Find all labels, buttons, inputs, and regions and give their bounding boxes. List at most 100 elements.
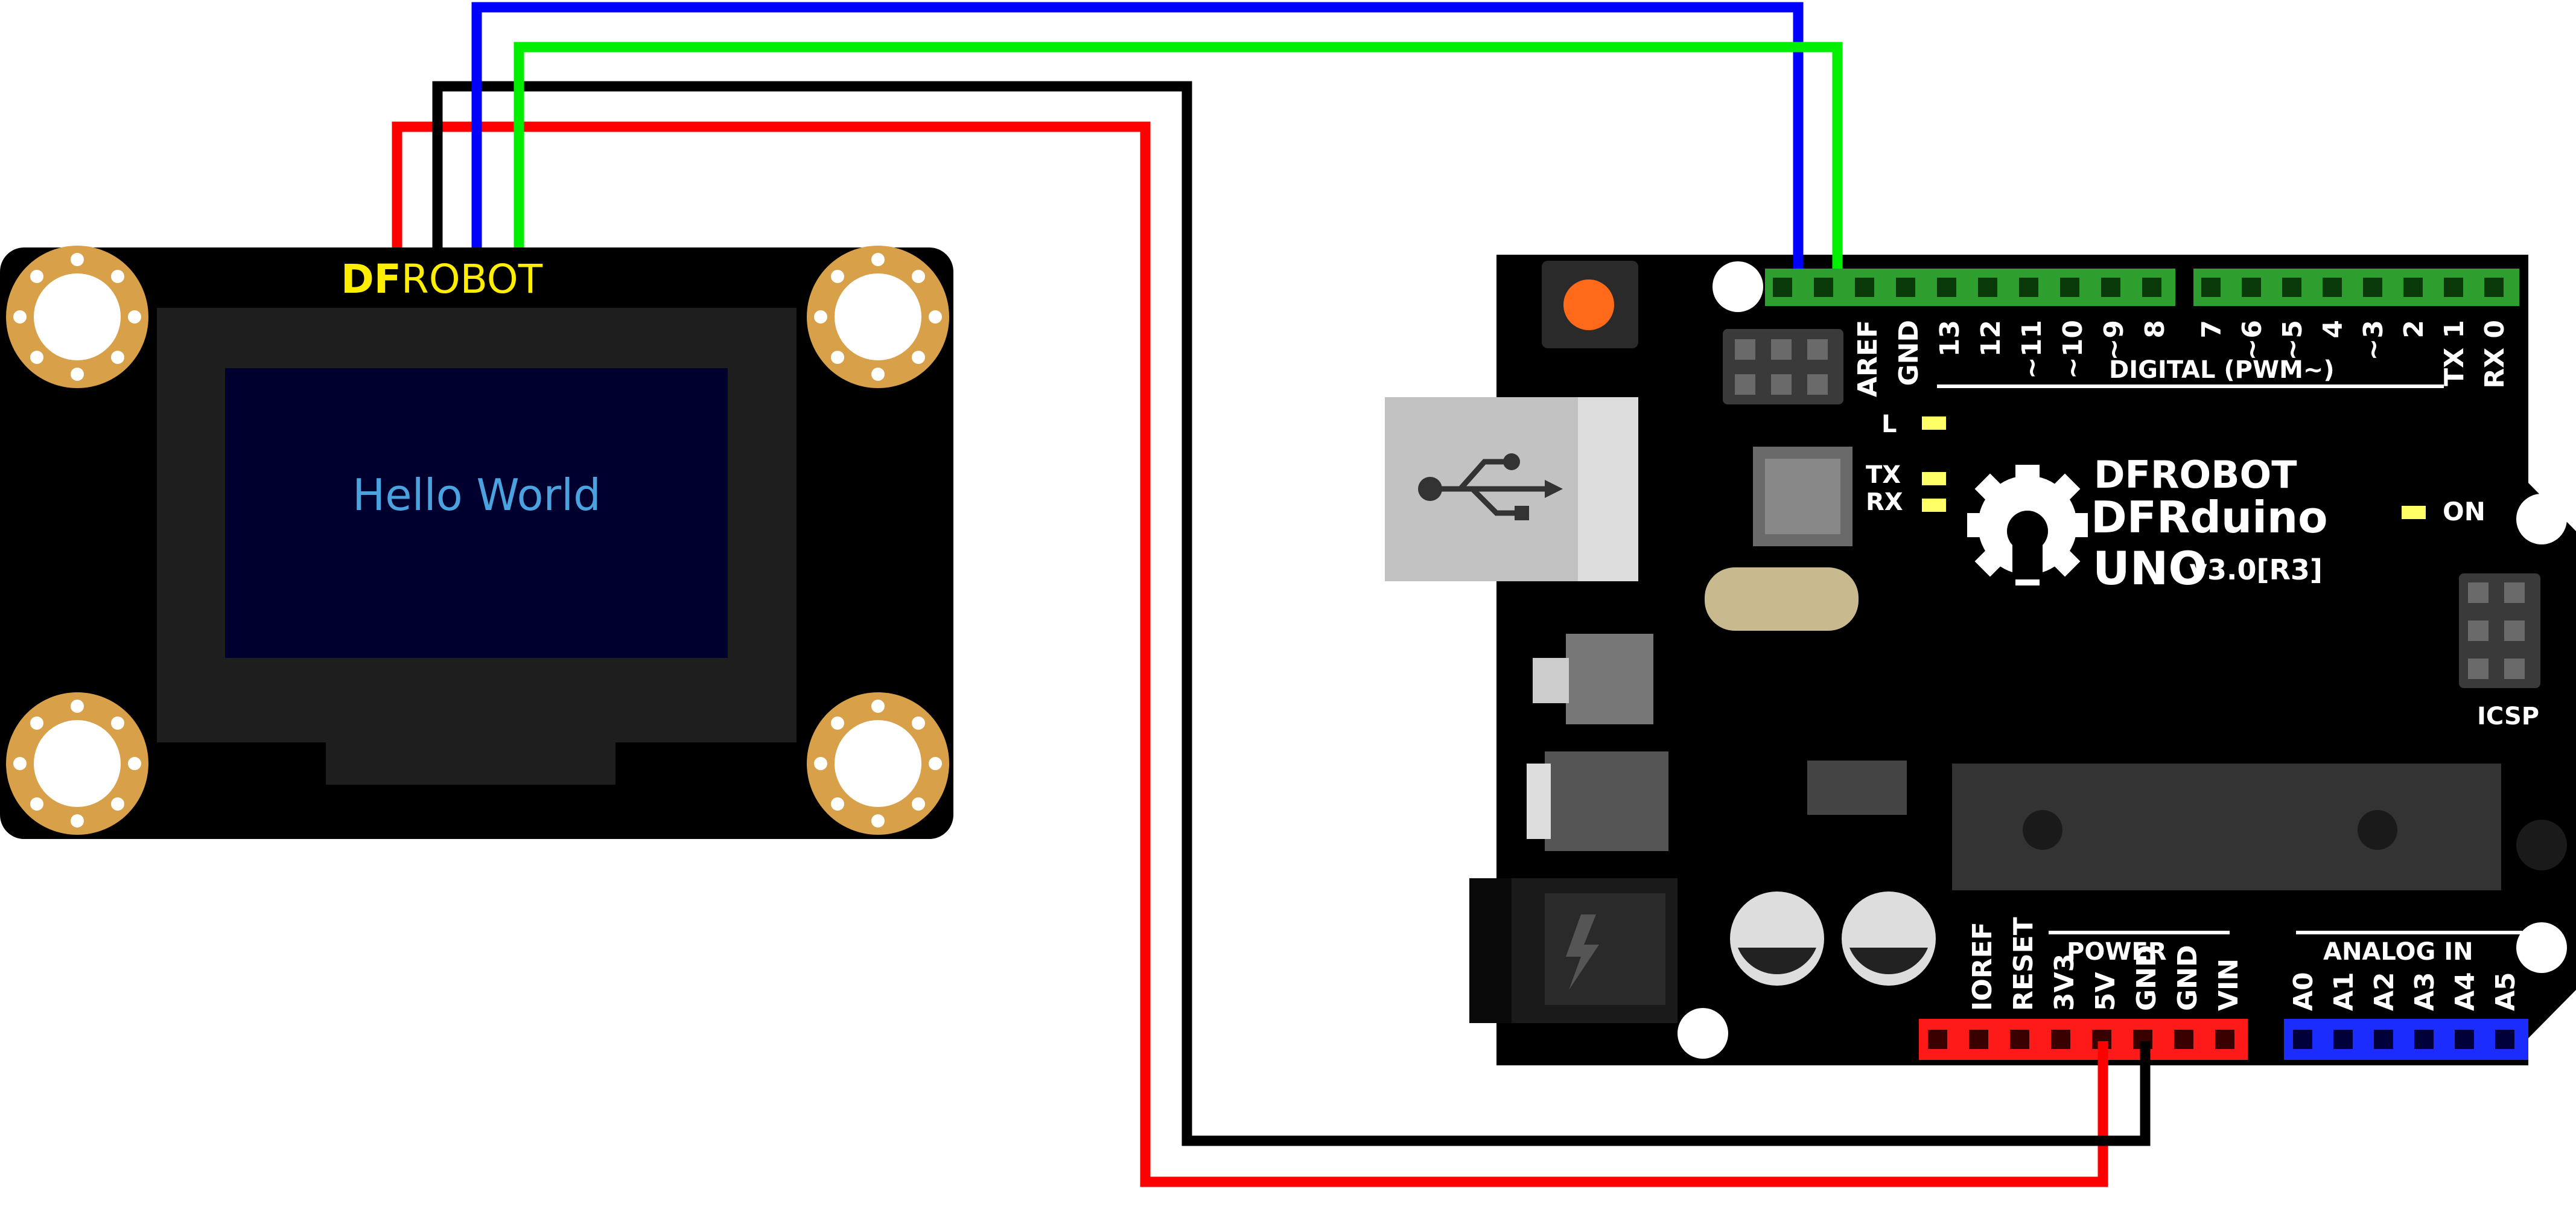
digital-pin-label: ~10 — [2058, 320, 2088, 379]
capacitor-2 — [1842, 892, 1936, 986]
oled-screen — [225, 368, 728, 658]
digital-socket — [2444, 278, 2463, 297]
digital-pin-label: ~5 — [2277, 320, 2308, 360]
digital-label: DIGITAL (PWM~) — [2109, 356, 2335, 384]
wire-scl — [471, 2, 1804, 269]
oled-mount-hole-bl — [6, 692, 148, 835]
oled-flex-tab — [326, 736, 615, 785]
board-brand-line1: DFROBOT — [2094, 453, 2297, 497]
oled-mount-hole-br — [807, 692, 949, 835]
oled-module: Hello World DFROBOT — [0, 246, 953, 839]
digital-socket — [2484, 278, 2504, 297]
digital-pin-label: 7 — [2196, 320, 2227, 339]
digital-pin-label: 2 — [2399, 320, 2429, 339]
analog-socket — [2333, 1030, 2353, 1049]
power-pin-label: VIN — [2213, 959, 2244, 1011]
board-version: v3.0[R3] — [2189, 553, 2323, 586]
oled-mount-hole-tr — [807, 246, 949, 388]
oled-brand-rest: ROBOT — [401, 256, 543, 302]
small-ic — [1807, 761, 1907, 815]
digital-socket — [2201, 278, 2221, 297]
status-leds — [1922, 416, 2426, 519]
arduino-board: DFROBOT DFRduino UNO v3.0[R3] L TX RX ON… — [1385, 255, 2576, 1065]
digital-pin-label: TX 1 — [2439, 320, 2470, 386]
board-hole-tl — [1713, 261, 1763, 312]
reset-button-cap — [1563, 279, 1614, 330]
usb-connector — [1385, 397, 1638, 581]
regulator-2 — [1545, 751, 1668, 851]
power-pin-label: 3V3 — [2049, 954, 2080, 1011]
power-socket — [2215, 1030, 2234, 1049]
power-socket — [1969, 1030, 1988, 1049]
analog-socket — [2293, 1030, 2312, 1049]
analog-header — [2284, 1019, 2528, 1060]
icsp-header-usb — [1723, 329, 1843, 404]
power-header — [1919, 1019, 2248, 1060]
analog-pin-label: A5 — [2490, 972, 2521, 1011]
digital-pin-label: AREF — [1852, 320, 1883, 397]
analog-pin-label: A2 — [2369, 972, 2400, 1011]
crystal-oscillator — [1705, 567, 1859, 631]
led-label-rx: RX — [1866, 488, 1903, 516]
capacitor-1 — [1730, 892, 1824, 986]
analog-socket — [2414, 1030, 2434, 1049]
digital-socket — [2242, 278, 2261, 297]
digital-pin-label: 13 — [1935, 320, 1965, 357]
digital-socket — [2101, 278, 2120, 297]
board-model: UNO — [2093, 541, 2207, 595]
board-hole-bl — [1678, 1008, 1728, 1059]
digital-socket — [1855, 278, 1874, 297]
power-pin-label: IOREF — [1967, 922, 1998, 1011]
oled-brand-logo: DFROBOT — [341, 256, 543, 302]
board-brand-line2: DFRduino — [2091, 492, 2328, 543]
digital-pin-label: ~11 — [2017, 320, 2047, 379]
led-label-l: L — [1881, 410, 1897, 438]
analog-socket — [2374, 1030, 2393, 1049]
wire-sda — [514, 42, 1843, 269]
digital-socket — [2363, 278, 2382, 297]
digital-pin-label: ~9 — [2099, 320, 2129, 360]
led-label-tx: TX — [1866, 461, 1901, 489]
power-pin-label: GND — [2131, 945, 2162, 1011]
board-hole-rr — [2516, 820, 2567, 870]
regulator-2-tab — [1527, 764, 1551, 839]
board-hole-tr — [2516, 494, 2567, 544]
power-pin-label: GND — [2172, 945, 2203, 1011]
dfrobot-gear-logo — [1967, 465, 2088, 585]
analog-pin-label: A1 — [2329, 972, 2359, 1011]
digital-socket — [2060, 278, 2079, 297]
oled-brand-bold: DF — [341, 256, 401, 302]
board-hole-mr — [2516, 922, 2567, 973]
analog-pin-label: A0 — [2288, 972, 2319, 1011]
digital-socket — [1978, 278, 1997, 297]
digital-pin-label: 4 — [2318, 320, 2349, 339]
regulator-1-tab — [1533, 658, 1569, 703]
lightning-icon — [1566, 914, 1599, 990]
digital-socket — [1773, 278, 1792, 297]
digital-pin-label: GND — [1894, 320, 1924, 386]
digital-pin-label: ~6 — [2237, 320, 2268, 360]
wire-vcc — [392, 121, 2108, 1187]
analog-label: ANALOG IN — [2323, 938, 2473, 966]
regulator-1 — [1566, 634, 1653, 724]
digital-socket — [1896, 278, 1915, 297]
analog-socket — [2495, 1030, 2514, 1049]
digital-pin-label: 8 — [2140, 320, 2171, 339]
analog-pin-label: A3 — [2409, 972, 2440, 1011]
digital-socket — [1814, 278, 1833, 297]
usb-icon — [1430, 459, 1545, 516]
power-pin-label: 5V — [2090, 972, 2121, 1011]
digital-socket — [2403, 278, 2423, 297]
digital-socket — [2142, 278, 2161, 297]
analog-pin-label: A4 — [2450, 972, 2481, 1011]
power-socket — [1928, 1030, 1947, 1049]
power-socket — [2174, 1030, 2193, 1049]
analog-socket — [2455, 1030, 2474, 1049]
wire-gnd — [432, 81, 2151, 1146]
oled-screen-text: Hello World — [352, 470, 601, 520]
power-jack — [1469, 878, 1678, 1023]
digital-socket — [2019, 278, 2038, 297]
power-socket — [2051, 1030, 2070, 1049]
digital-socket — [2282, 278, 2301, 297]
